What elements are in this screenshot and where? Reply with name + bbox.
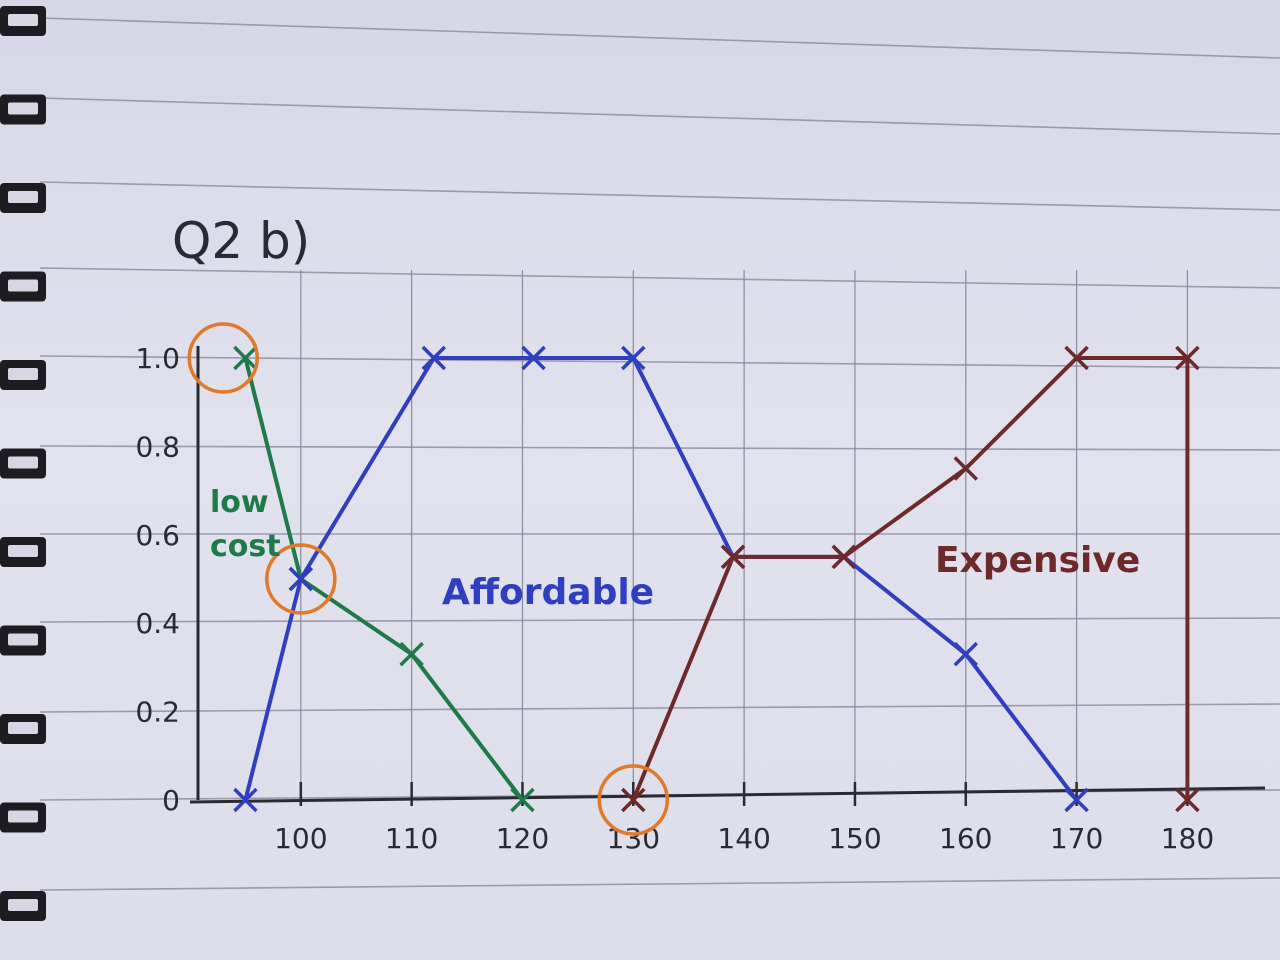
data-point-marker xyxy=(521,345,546,371)
spiral-ring-hole xyxy=(8,545,38,557)
data-point-marker xyxy=(421,345,447,371)
y-tick-label: 0.2 xyxy=(135,696,180,729)
series-label-low: low xyxy=(210,485,269,520)
x-tick-label: 170 xyxy=(1050,822,1103,855)
data-point-marker xyxy=(621,345,646,371)
page-heading: Q2 b) xyxy=(172,212,310,270)
spiral-ring-hole xyxy=(8,722,38,734)
chart-circled-points xyxy=(187,322,670,836)
y-tick-label: 1.0 xyxy=(135,342,180,375)
spiral-ring-hole xyxy=(8,810,38,823)
circled-point-marker xyxy=(187,322,259,394)
series-line xyxy=(243,356,525,802)
spiral-ring-hole xyxy=(8,191,38,203)
data-point-marker xyxy=(1064,345,1089,371)
data-point-marker xyxy=(1064,787,1089,813)
series-label-cost: cost xyxy=(210,529,281,564)
chart-gridlines xyxy=(300,270,1189,800)
y-tick-label: 0.4 xyxy=(135,607,180,640)
x-tick-label: 100 xyxy=(274,822,327,855)
y-tick-label: 0.8 xyxy=(135,430,180,463)
data-point-marker xyxy=(288,566,314,592)
x-tick-label: 140 xyxy=(717,822,770,855)
spiral-ring-hole xyxy=(8,14,38,26)
data-point-marker xyxy=(1175,787,1200,813)
spiral-ring-hole xyxy=(8,899,38,911)
spiral-ring-hole xyxy=(8,456,38,469)
data-point-marker xyxy=(621,787,646,813)
x-tick-label: 160 xyxy=(939,822,992,855)
series-label-expensive: Expensive xyxy=(935,540,1140,581)
series-label-affordable: Affordable xyxy=(442,572,654,613)
data-point-marker xyxy=(953,641,979,667)
y-tick-label: 0.6 xyxy=(135,519,180,552)
x-tick-label: 110 xyxy=(385,822,438,855)
data-point-marker xyxy=(233,345,258,371)
x-tick-label: 120 xyxy=(496,822,549,855)
data-point-marker xyxy=(233,787,258,813)
y-tick-label: 0 xyxy=(162,784,180,817)
data-point-marker xyxy=(831,544,857,570)
data-point-marker xyxy=(720,544,746,570)
chart-series xyxy=(233,345,1200,813)
data-point-marker xyxy=(1175,345,1200,371)
spiral-ring-hole xyxy=(8,633,38,646)
data-point-marker xyxy=(510,787,535,813)
x-axis xyxy=(189,786,1266,804)
spiral-binding xyxy=(0,6,46,921)
spiral-ring-hole xyxy=(8,368,38,380)
spiral-ring-hole xyxy=(8,102,38,115)
x-tick-label: 150 xyxy=(828,822,881,855)
spiral-ring-hole xyxy=(8,279,38,292)
data-point-marker xyxy=(399,641,424,667)
circled-point-marker xyxy=(265,543,337,615)
data-point-marker xyxy=(953,456,979,481)
x-tick-label: 180 xyxy=(1161,822,1214,855)
circled-point-marker xyxy=(597,764,670,836)
